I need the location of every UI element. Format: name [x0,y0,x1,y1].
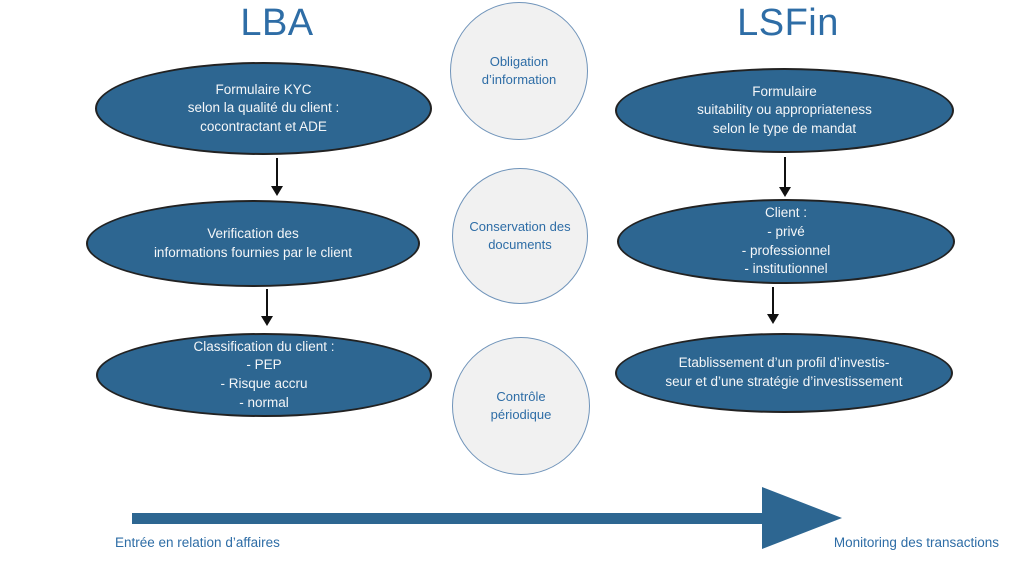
lsfin-step-2-ellipse: Client : - privé - professionnel - insti… [617,199,955,284]
arrow-head-icon [271,186,283,196]
arrow-shaft [276,158,278,186]
lba-step-3-ellipse: Classification du client : - PEP - Risqu… [96,333,432,417]
lba-connector-arrow-1-icon [270,158,284,196]
timeline-start-label: Entrée en relation d’affaires [115,535,280,550]
timeline-arrow-shaft [132,513,775,524]
lba-step-1-ellipse: Formulaire KYC selon la qualité du clien… [95,62,432,155]
lsfin-step-3-ellipse: Etablissement d’un profil d’investis- se… [615,333,953,413]
lsfin-connector-arrow-2-icon [766,287,780,324]
column-title-lsfin: LSFin [737,2,839,44]
shared-obligation-3-circle: Contrôle périodique [452,337,590,475]
timeline-end-label: Monitoring des transactions [833,535,999,550]
column-title-lba: LBA [240,2,314,44]
arrow-shaft [784,157,786,187]
arrow-head-icon [779,187,791,197]
lsfin-connector-arrow-1-icon [778,157,792,197]
arrow-head-icon [261,316,273,326]
shared-obligation-1-circle: Obligation d’information [450,2,588,140]
shared-obligation-2-circle: Conservation des documents [452,168,588,304]
lba-step-2-ellipse: Verification des informations fournies p… [86,200,420,287]
timeline-arrow-head-icon [762,487,842,549]
lba-connector-arrow-2-icon [260,289,274,326]
lsfin-step-1-ellipse: Formulaire suitability ou appropriatenes… [615,68,954,153]
arrow-shaft [772,287,774,314]
arrow-head-icon [767,314,779,324]
arrow-shaft [266,289,268,316]
